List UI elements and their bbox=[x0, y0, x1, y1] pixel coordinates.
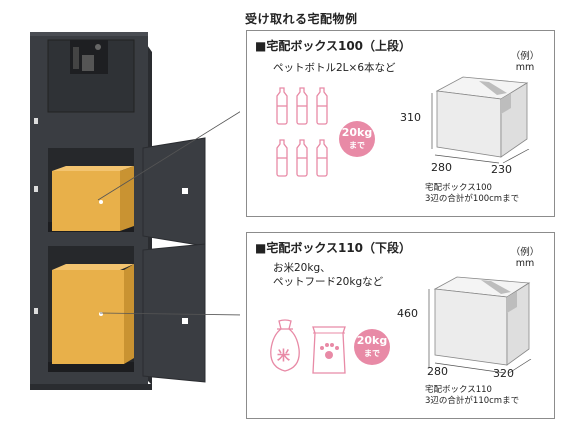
box-tape-side bbox=[507, 291, 517, 313]
panel-description: ペットボトル2L×6本など bbox=[273, 61, 396, 75]
pet-bottles-icon bbox=[276, 87, 328, 177]
panel-description: お米20kg、 ペットフード20kgなど bbox=[273, 261, 383, 289]
description-line: ペットフード20kgなど bbox=[273, 276, 384, 288]
dimension-height: 460 bbox=[397, 307, 418, 320]
panel-title: ■宅配ボックス110（下段） bbox=[255, 241, 412, 255]
lower-parcel-top bbox=[52, 264, 134, 270]
height-dimension-line bbox=[428, 289, 430, 367]
box-tape bbox=[481, 280, 511, 294]
delivery-locker-illustration bbox=[30, 32, 240, 390]
dimension-width: 230 bbox=[491, 163, 512, 176]
unit-example: （例） bbox=[510, 247, 540, 258]
badge-suffix: まで bbox=[349, 141, 365, 150]
weight-limit-badge: 20kg まで bbox=[339, 121, 375, 157]
cardboard-box-icon bbox=[435, 76, 529, 158]
unit-mm: mm bbox=[515, 62, 535, 73]
rice-label: 米 bbox=[277, 349, 291, 364]
unit-mm: mm bbox=[515, 258, 535, 269]
intercom-button bbox=[82, 55, 94, 71]
lower-parcel bbox=[52, 270, 124, 364]
description-line: お米20kg、 bbox=[273, 262, 331, 274]
badge-weight: 20kg bbox=[341, 126, 373, 139]
size-caption: 宅配ボックス100 3辺の合計が100cmまで bbox=[425, 183, 519, 205]
size-caption: 宅配ボックス110 3辺の合計が110cmまで bbox=[425, 385, 519, 407]
bottle-icon bbox=[296, 139, 308, 177]
bottle-icon bbox=[276, 139, 288, 177]
unit-example: （例） bbox=[510, 51, 540, 62]
caption-line-2: 3辺の合計が100cmまで bbox=[425, 194, 520, 204]
height-dimension-line bbox=[431, 93, 433, 149]
hinge-dot bbox=[34, 118, 38, 124]
box-tape-side bbox=[501, 93, 511, 114]
caption-line-1: 宅配ボックス110 bbox=[425, 385, 492, 395]
badge-suffix: まで bbox=[364, 349, 380, 358]
bottle-icon bbox=[316, 139, 328, 177]
locker-base bbox=[30, 384, 152, 390]
badge-weight: 20kg bbox=[356, 334, 388, 347]
dimension-height: 310 bbox=[400, 111, 421, 124]
panel-title: ■宅配ボックス100（上段） bbox=[255, 39, 412, 53]
description-line: ペットボトル2L×6本など bbox=[273, 62, 396, 74]
unit-label: （例） mm bbox=[505, 51, 545, 73]
box-front bbox=[436, 90, 502, 158]
lower-compartment-floor bbox=[48, 362, 134, 372]
panel-box-110: ■宅配ボックス110（下段） お米20kg、 ペットフード20kgなど （例） … bbox=[246, 232, 555, 419]
lower-parcel-label-dot bbox=[99, 312, 103, 316]
lower-door-handle bbox=[182, 318, 188, 324]
box-tape bbox=[479, 81, 507, 95]
hinge-dot bbox=[34, 186, 38, 192]
upper-parcel-side bbox=[120, 166, 134, 231]
leader-line-upper bbox=[97, 111, 240, 201]
upper-parcel-label-dot bbox=[99, 200, 103, 204]
camera-lens-icon bbox=[95, 44, 101, 50]
caption-line-1: 宅配ボックス100 bbox=[425, 183, 492, 193]
unit-label: （例） mm bbox=[505, 247, 545, 269]
dimension-width: 320 bbox=[493, 367, 514, 380]
lower-open-door bbox=[142, 243, 206, 383]
hinge-dot bbox=[34, 308, 38, 314]
paw-icon bbox=[320, 343, 339, 359]
upper-parcel-top bbox=[52, 166, 134, 171]
locker-top-edge bbox=[30, 32, 148, 36]
rice-bag-icon bbox=[270, 319, 300, 372]
dimension-depth: 280 bbox=[431, 161, 452, 174]
pet-food-bag-icon bbox=[312, 326, 346, 374]
dimension-depth: 280 bbox=[427, 365, 448, 378]
caption-line-2: 3辺の合計が110cmまで bbox=[425, 396, 520, 406]
weight-limit-badge: 20kg まで bbox=[354, 329, 390, 365]
section-title: 受け取れる宅配物例 bbox=[245, 12, 358, 26]
upper-open-door bbox=[142, 137, 206, 247]
leader-line-lower bbox=[99, 312, 240, 316]
lower-parcel-side bbox=[124, 264, 134, 364]
cardboard-box-icon bbox=[433, 276, 531, 366]
box-front bbox=[434, 288, 508, 366]
dimension-lines bbox=[434, 149, 530, 164]
upper-parcel bbox=[52, 171, 120, 231]
panel-box-100: ■宅配ボックス100（上段） ペットボトル2L×6本など （例） mm 20kg… bbox=[246, 30, 555, 217]
upper-door-handle bbox=[182, 188, 188, 194]
dimension-lines bbox=[434, 359, 532, 374]
bottle-icon bbox=[296, 87, 308, 125]
bottle-icon bbox=[316, 87, 328, 125]
bottle-icon bbox=[276, 87, 288, 125]
intercom-speaker bbox=[73, 47, 79, 69]
